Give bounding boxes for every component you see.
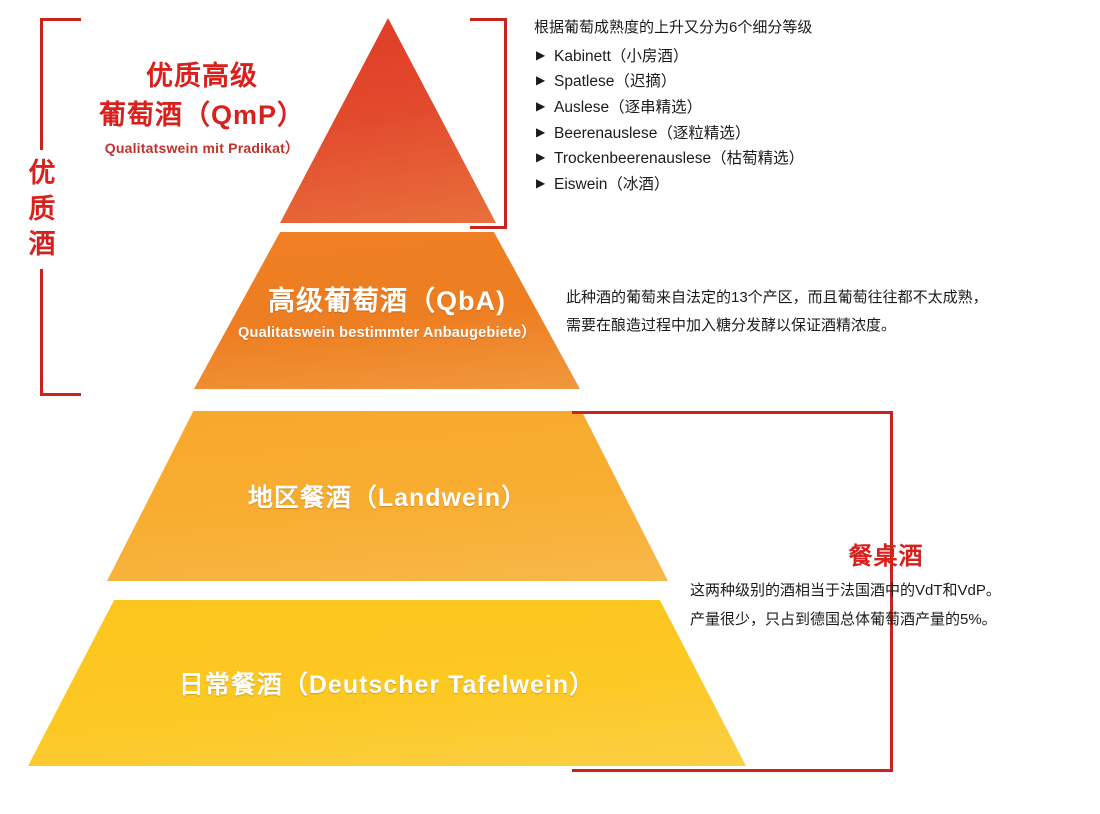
triangle-right-icon: ▶ (536, 150, 546, 165)
qmp-detail-block: 根据葡萄成熟度的上升又分为6个细分等级 ▶ Kabinett（小房酒） ▶ Sp… (534, 17, 954, 198)
list-item-label: Auslese（逐串精选） (554, 98, 703, 116)
pyramid-tier-tafelwein: 日常餐酒（Deutscher Tafelwein） (28, 600, 746, 766)
qmp-detail-heading: 根据葡萄成熟度的上升又分为6个细分等级 (534, 19, 813, 36)
qba-detail-line1: 此种酒的葡萄来自法定的13个产区，而且葡萄往往都不太成熟， (566, 289, 988, 306)
qba-detail-block: 此种酒的葡萄来自法定的13个产区，而且葡萄往往都不太成熟， 需要在酿造过程中加入… (566, 284, 1086, 340)
table-wine-detail-block: 餐桌酒 这两种级别的酒相当于法国酒中的VdT和VdP。 产量很少，只占到德国总体… (690, 536, 1082, 634)
tier-landwein-label-cn: 地区餐酒（Landwein） (247, 484, 528, 512)
quality-wine-group-label: 优质酒 (22, 150, 62, 269)
tier-qba-label-cn: 高级葡萄酒（QbA) (268, 286, 506, 316)
table-wine-group-label: 餐桌酒 (848, 543, 924, 570)
qba-detail-line2: 需要在酿造过程中加入糖分发酵以保证酒精浓度。 (566, 316, 897, 334)
list-item-label: Eiswein（冰酒） (554, 176, 670, 194)
table-wine-detail-line1: 这两种级别的酒相当于法国酒中的VdT和VdP。 (690, 582, 1001, 599)
pyramid-tier-qba: 高级葡萄酒（QbA) Qualitatswein bestimmter Anba… (194, 232, 580, 389)
tier-qmp-label-group: 优质高级 葡萄酒（QmP） Qualitatswein mit Pradikat… (78, 57, 326, 158)
tier-tafelwein-label-cn: 日常餐酒（Deutscher Tafelwein） (178, 671, 596, 699)
tier-qmp-label-de: Qualitatswein mit Pradikat） (104, 140, 300, 157)
list-item: ▶ Eiswein（冰酒） (534, 172, 954, 198)
triangle-right-icon: ▶ (536, 47, 546, 62)
triangle-right-icon: ▶ (536, 98, 546, 113)
table-wine-detail-lines: 这两种级别的酒相当于法国酒中的VdT和VdP。 产量很少，只占到德国总体葡萄酒产… (690, 577, 1082, 634)
triangle-right-icon: ▶ (536, 176, 546, 191)
triangle-right-icon: ▶ (536, 124, 546, 139)
qmp-sublevel-list: ▶ Kabinett（小房酒） ▶ Spatlese（迟摘） ▶ Auslese… (534, 44, 954, 198)
list-item-label: Beerenauslese（逐粒精选） (554, 124, 751, 142)
list-item-label: Kabinett（小房酒） (554, 47, 689, 65)
triangle-right-icon: ▶ (536, 73, 546, 88)
qmp-bracket (470, 18, 507, 229)
list-item-label: Spatlese（迟摘） (554, 73, 677, 91)
list-item-label: Trockenbeerenauslese（枯萄精选） (554, 150, 805, 168)
tier-qba-label-de: Qualitatswein bestimmter Anbaugebiete） (238, 325, 536, 341)
table-wine-detail-line2: 产量很少，只占到德国总体葡萄酒产量的5%。 (690, 610, 997, 628)
list-item: ▶ Spatlese（迟摘） (534, 69, 954, 95)
list-item: ▶ Auslese（逐串精选） (534, 95, 954, 121)
list-item: ▶ Beerenauslese（逐粒精选） (534, 121, 954, 147)
pyramid-tier-landwein: 地区餐酒（Landwein） (107, 411, 668, 581)
list-item: ▶ Trockenbeerenauslese（枯萄精选） (534, 146, 954, 172)
tier-qmp-label-cn-line1: 优质高级 (146, 61, 258, 91)
table-wine-bracket (572, 411, 893, 772)
tier-qmp-label-cn-line2: 葡萄酒（QmP） (98, 100, 306, 131)
list-item: ▶ Kabinett（小房酒） (534, 44, 954, 70)
